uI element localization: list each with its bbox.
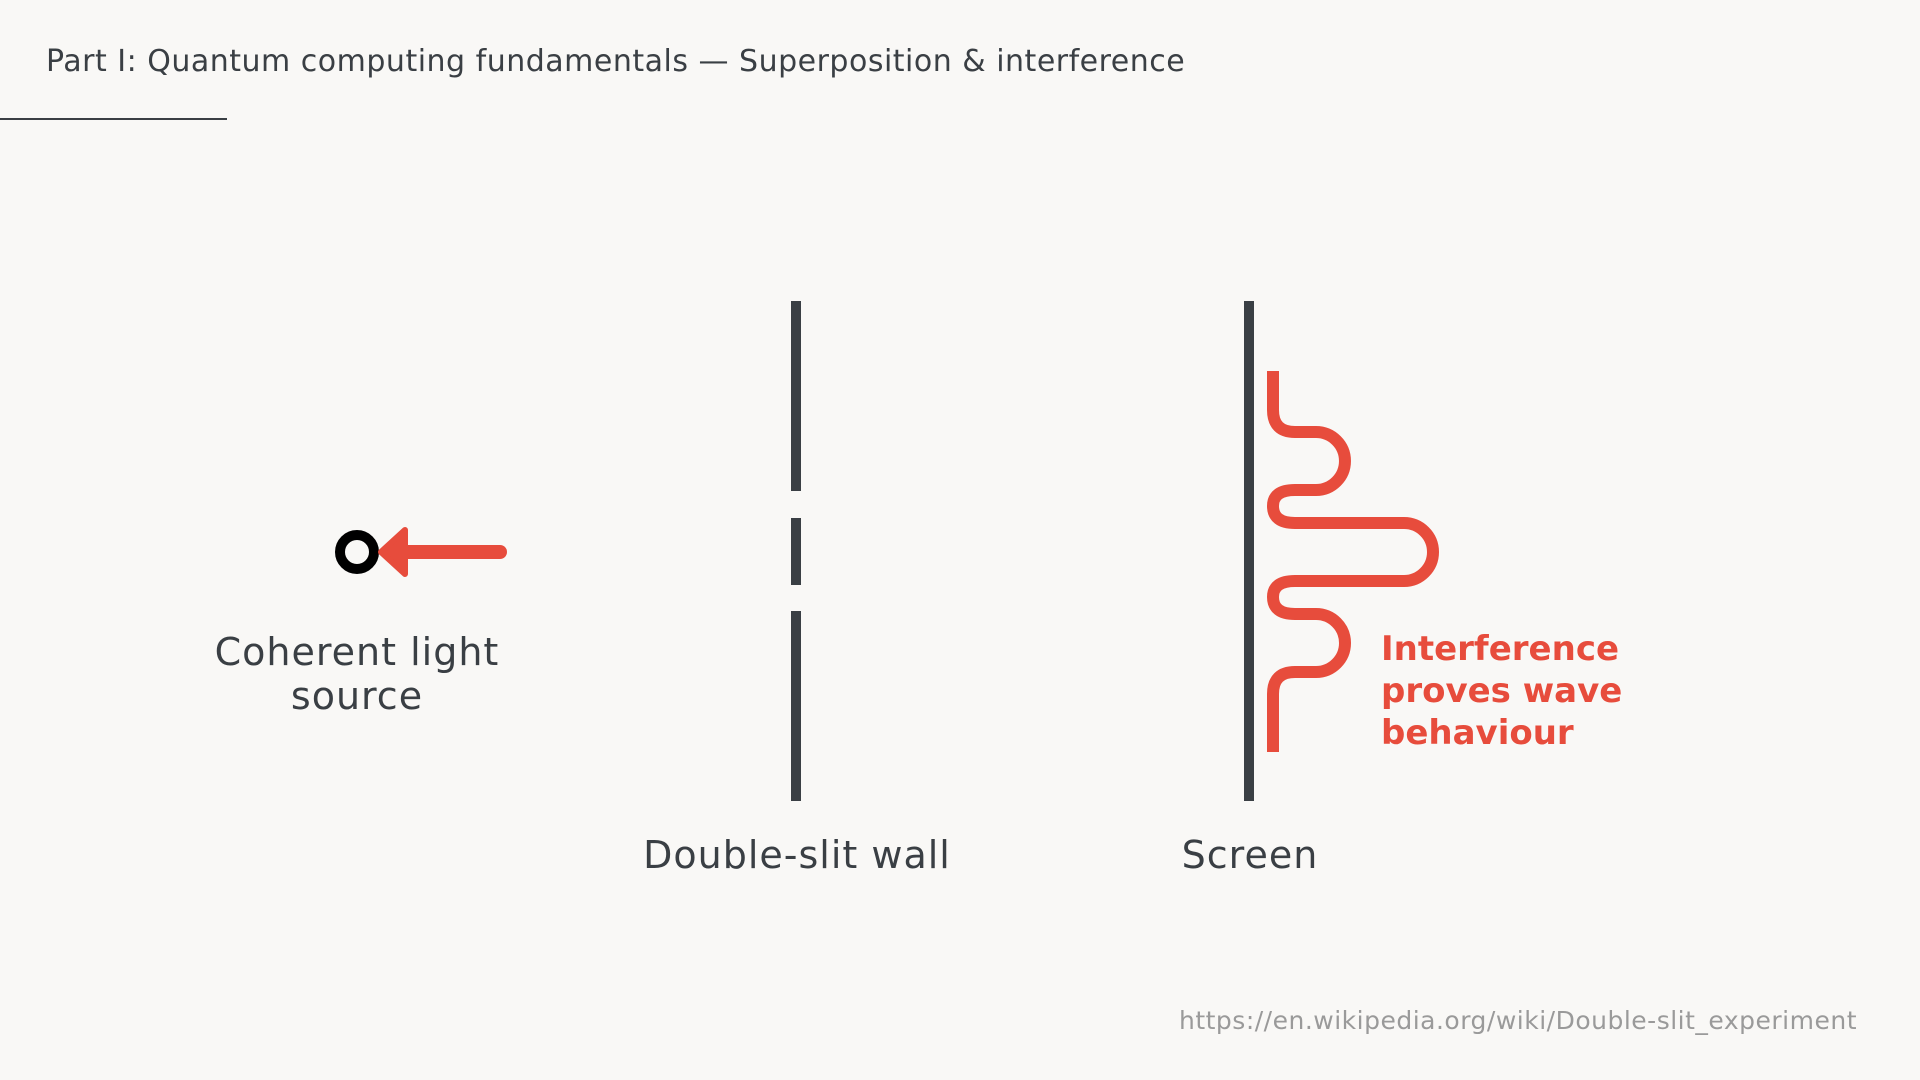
title-underline	[0, 118, 227, 120]
page-title: Part I: Quantum computing fundamentals —…	[46, 44, 1186, 79]
left-arrow-icon	[378, 527, 507, 577]
screen-label: Screen	[1181, 833, 1319, 877]
light-source-label: Coherent light source	[214, 630, 500, 718]
double-slit-wall-label: Double-slit wall	[643, 833, 951, 877]
interference-annotation: Interference proves wave behaviour	[1381, 629, 1623, 753]
source-link[interactable]: https://en.wikipedia.org/wiki/Double-sli…	[1178, 1006, 1857, 1035]
interference-pattern	[1266, 371, 1439, 752]
light-source-ring-icon	[335, 530, 379, 574]
